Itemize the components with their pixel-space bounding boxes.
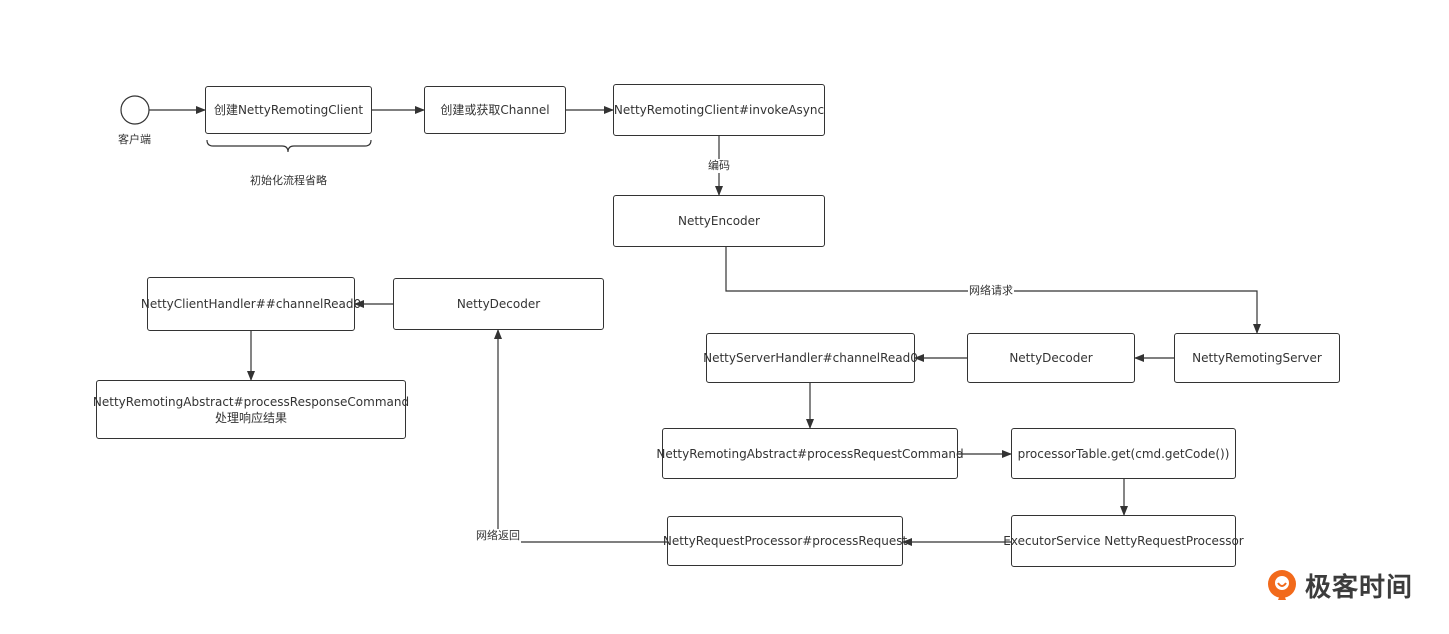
node-server-handler[interactable]: NettyServerHandler#channelRead0 (703, 333, 918, 383)
node-create-client-label: 创建NettyRemotingClient (213, 103, 364, 117)
node-create-channel-label: 创建或获取Channel (440, 103, 550, 117)
node-process-request[interactable]: NettyRemotingAbstract#processRequestComm… (656, 428, 964, 479)
node-remoting-server-label: NettyRemotingServer (1192, 351, 1322, 365)
start-label: 客户端 (117, 133, 152, 147)
geektime-logo-icon (1268, 570, 1296, 600)
node-create-channel[interactable]: 创建或获取Channel (424, 86, 566, 134)
arrow-processor-to-client-decoder (494, 329, 667, 543)
node-client-decoder-label: NettyDecoder (456, 297, 541, 311)
node-client-handler[interactable]: NettyClientHandler##channelRead0 (141, 277, 361, 331)
node-processor-table-label: processorTable.get(cmd.getCode()) (1017, 446, 1230, 461)
node-process-request-label: NettyRemotingAbstract#processRequestComm… (656, 446, 964, 461)
geektime-logo-text: 极客时间 (1305, 572, 1414, 603)
node-invoke-async[interactable]: NettyRemotingClient#invokeAsync (613, 84, 825, 136)
node-encoder-label: NettyEncoder (678, 214, 760, 228)
label-init-omitted: 初始化流程省略 (249, 174, 328, 188)
node-encoder[interactable]: NettyEncoder (613, 195, 825, 247)
node-create-client[interactable]: 创建NettyRemotingClient (205, 86, 372, 134)
node-server-decoder[interactable]: NettyDecoder (967, 333, 1135, 383)
start-node (120, 95, 150, 125)
node-client-decoder[interactable]: NettyDecoder (393, 278, 604, 330)
node-remoting-server[interactable]: NettyRemotingServer (1174, 333, 1340, 383)
label-encode: 编码 (707, 159, 731, 173)
node-executor-service-label: ExecutorService NettyRequestProcessor (1003, 534, 1244, 548)
node-processor-table[interactable]: processorTable.get(cmd.getCode()) (1011, 428, 1236, 479)
node-server-decoder-label: NettyDecoder (1009, 351, 1093, 365)
node-request-processor[interactable]: NettyRequestProcessor#processRequest (663, 516, 907, 566)
node-request-processor-label: NettyRequestProcessor#processRequest (662, 534, 908, 548)
node-invoke-async-label: NettyRemotingClient#invokeAsync (613, 103, 825, 117)
geektime-logo: 极客时间 (1265, 565, 1413, 605)
label-network-request: 网络请求 (968, 284, 1014, 298)
init-brace (206, 139, 372, 153)
node-client-handler-label: NettyClientHandler##channelRead0 (140, 297, 362, 311)
node-server-handler-label: NettyServerHandler#channelRead0 (703, 351, 918, 365)
node-process-response[interactable]: NettyRemotingAbstract#processResponseCom… (92, 380, 410, 439)
node-process-response-sublabel: 处理响应结果 (214, 410, 287, 425)
node-executor-service[interactable]: ExecutorService NettyRequestProcessor (1003, 515, 1244, 567)
label-network-return: 网络返回 (475, 529, 521, 543)
node-process-response-label: NettyRemotingAbstract#processResponseCom… (92, 394, 410, 409)
